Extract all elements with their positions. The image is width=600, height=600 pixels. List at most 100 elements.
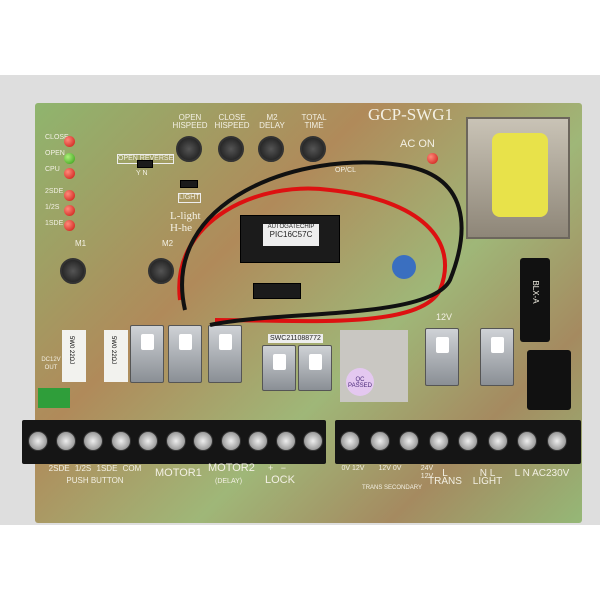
open-reverse-jumper[interactable] [137,160,153,168]
ic-chip [253,283,301,299]
chip-part: PIC16C57C [269,230,313,239]
motor2-label: MOTOR2 [208,462,255,474]
terminal-screw[interactable] [193,431,213,451]
pot-total-time[interactable] [300,136,326,162]
terminal-screw[interactable] [83,431,103,451]
terminal-screw[interactable] [369,431,390,451]
led-2sde [64,190,75,201]
chip-label: AUTOGATECHIP PIC16C57C [263,224,319,246]
red-wire [177,186,447,324]
dc-terminal [38,388,70,408]
push-button-caption: PUSH BUTTON [66,476,124,485]
op-cl-label: OP/CL [335,167,357,174]
relay [130,325,164,383]
terminal-screw[interactable] [28,431,48,451]
terminal-screw[interactable] [110,431,131,451]
lock-polarity: + − [268,463,287,473]
board-model: GCP-SWG1 [368,105,454,124]
push-button-inputs: 2SDE 1/2S 1SDE COM [40,465,150,473]
label-12v-0v: 12V 0V [378,465,402,472]
led-label: CPU [45,166,60,173]
pot-label: M2 DELAY [259,113,285,130]
terminal-screw[interactable] [517,431,537,451]
label-1sde: 1SDE [96,464,118,473]
pot-close-hispeed[interactable] [218,136,244,162]
pot-m2[interactable] [148,258,174,284]
light-jumper[interactable] [180,180,198,188]
relay [480,328,514,386]
label-0v-12v: 0V 12V [341,465,365,472]
label-half: 1/2S [74,464,92,473]
led-label: CLOSE [45,134,69,141]
transformer-coil [492,133,548,217]
trans-secondary-caption: TRANS SECONDARY [362,485,422,491]
relay [298,345,332,391]
relay [262,345,296,391]
pot-label: OPEN HISPEED [172,113,208,130]
resistor-label: 5W0 22ΩJ [68,336,74,365]
m1-label: M1 [75,239,87,248]
led-label: 2SDE [45,188,64,195]
terminal-screw[interactable] [340,431,360,451]
terminal-screw[interactable] [55,431,76,451]
power-switch[interactable] [527,350,571,410]
pot-m1[interactable] [60,258,86,284]
terminal-screw[interactable] [546,431,567,451]
resistor-label: 5W0 22ΩJ [110,336,116,365]
terminal-screw[interactable] [303,431,323,451]
buzzer [392,255,416,279]
led-half [64,205,75,216]
black-wire [180,160,464,327]
qc-sticker: QC PASSED [346,368,374,396]
serial-sticker: SWC211088772 [268,334,323,343]
led-label: 1/2S [45,204,60,211]
relay [168,325,202,383]
terminal-screw[interactable] [248,431,268,451]
ac-on-led [427,153,438,164]
label-24v-12v: 24V 12V [420,465,434,480]
led-close [64,136,75,147]
relay-12v-label: 12V [436,312,453,322]
led-cpu [64,168,75,179]
label-2sde: 2SDE [48,464,70,473]
pot-label: CLOSE HISPEED [214,113,250,130]
terminal-screw[interactable] [165,431,186,451]
led-open [64,153,75,164]
ac-on-label: AC ON [400,138,435,150]
relay [208,325,242,383]
yn-label: Y N [136,170,148,177]
fuse-holder: BLX-A [520,258,550,342]
pot-label: TOTAL TIME [301,113,327,130]
lock-label: LOCK [265,474,295,486]
terminal-screw[interactable] [220,431,241,451]
dc-out-label: DC12V OUT [41,357,61,371]
transformer [466,117,570,239]
light-jumper-label: LIGHT [178,193,201,203]
microcontroller-chip: AUTOGATECHIP PIC16C57C [240,215,340,263]
led-1sde [64,220,75,231]
pot-m2-delay[interactable] [258,136,284,162]
light-label: N L LIGHT [472,468,503,487]
terminal-screw[interactable] [138,431,158,451]
ac230v-label: L N AC230V [514,468,570,479]
terminal-screw[interactable] [428,431,449,451]
power-resistor: 5W0 22ΩJ [62,330,86,382]
m2-label: M2 [162,239,174,248]
chip-maker: AUTOGATECHIP [267,224,315,230]
terminal-screw[interactable] [487,431,508,451]
motor2-sub: (DELAY) [215,478,243,485]
terminal-screw[interactable] [458,431,478,451]
trans-label: L TRANS [428,468,462,487]
led-label: 1SDE [45,220,64,227]
power-resistor: 5W0 22ΩJ [104,330,128,382]
pot-open-hispeed[interactable] [176,136,202,162]
led-label: OPEN [45,150,65,157]
terminal-screw[interactable] [275,431,296,451]
relay [425,328,459,386]
status-led-labels: CLOSE OPEN CPU 2SDE 1/2S 1SDE [45,134,69,234]
trans-secondary: 0V 12V 12V 0V 24V 12V [340,465,440,481]
note-light: L-light [170,210,201,222]
note-heat: H-he [170,222,192,234]
terminal-screw[interactable] [399,431,419,451]
